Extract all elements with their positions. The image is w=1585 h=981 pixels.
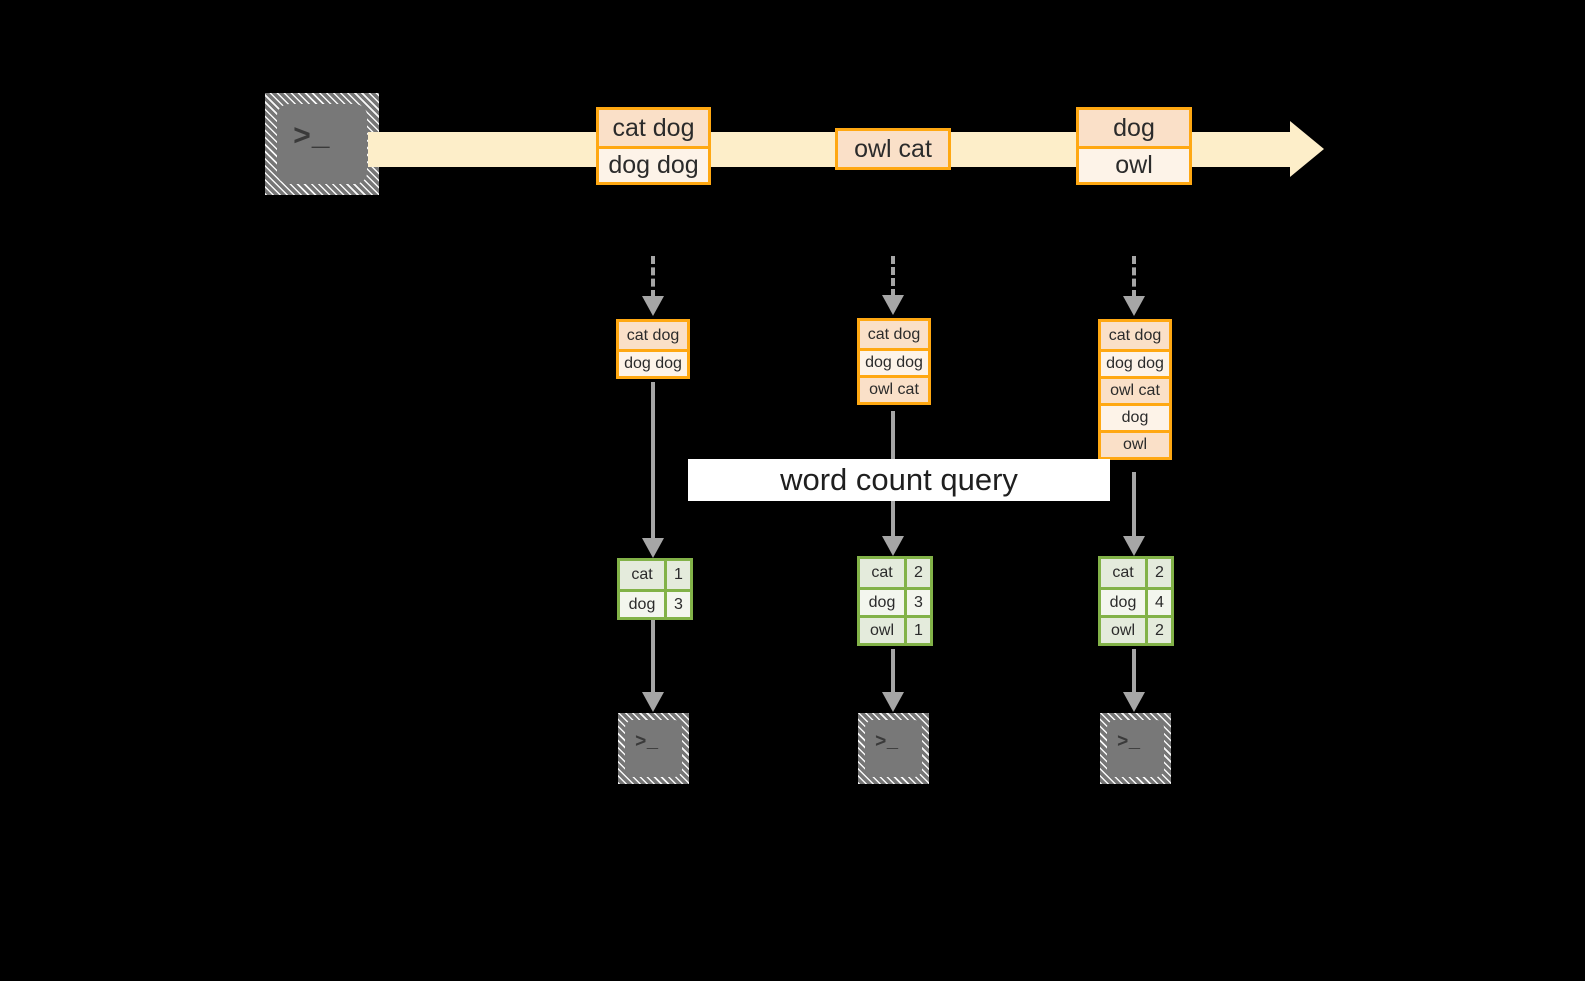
- snapshot-row: cat dog: [860, 321, 928, 348]
- table-row: dog 3: [860, 587, 930, 615]
- stream-arrow-head: [1290, 121, 1324, 177]
- terminal-screen: [625, 720, 682, 777]
- table-cell-word: dog: [860, 590, 904, 615]
- table-cell-count: 2: [1145, 559, 1171, 587]
- sink-connector-1: [651, 620, 655, 695]
- table-row: dog 4: [1101, 587, 1171, 615]
- result-table-3: cat 2 dog 4 owl 2: [1098, 556, 1174, 646]
- query-arrowhead-2: [882, 536, 904, 556]
- table-row: cat 1: [620, 561, 690, 589]
- sink-arrowhead-2: [882, 692, 904, 712]
- table-row: cat 2: [1101, 559, 1171, 587]
- stream-event-group-3: dog owl: [1076, 107, 1192, 185]
- stream-event-row: dog: [1079, 110, 1189, 146]
- table-cell-word: owl: [1101, 618, 1145, 643]
- query-connector-1: [651, 382, 655, 550]
- query-arrowhead-1: [642, 538, 664, 558]
- source-terminal-prompt-glyph: >_: [293, 121, 331, 155]
- query-connector-3: [1132, 472, 1136, 548]
- stream-event-row: cat dog: [599, 110, 708, 146]
- sink-terminal-icon-1: >_: [618, 713, 689, 784]
- sink-connector-2: [891, 649, 895, 695]
- terminal-screen: [1107, 720, 1164, 777]
- stream-event-row: dog dog: [599, 146, 708, 182]
- sink-terminal-icon-3: >_: [1100, 713, 1171, 784]
- result-table-2: cat 2 dog 3 owl 1: [857, 556, 933, 646]
- snapshot-row: dog dog: [1101, 349, 1169, 376]
- stream-to-snapshot-arrowhead-3: [1123, 296, 1145, 316]
- table-cell-word: dog: [1101, 590, 1145, 615]
- stream-event-group-2: owl cat: [835, 128, 951, 170]
- table-cell-count: 2: [1145, 618, 1171, 643]
- table-cell-count: 1: [904, 618, 930, 643]
- sink-terminal-prompt-glyph: >_: [1117, 731, 1141, 753]
- table-row: owl 1: [860, 615, 930, 643]
- query-label: word count query: [688, 459, 1110, 501]
- table-cell-count: 3: [664, 592, 690, 617]
- stream-event-row: owl cat: [838, 131, 948, 167]
- stream-to-snapshot-arrowhead-1: [642, 296, 664, 316]
- table-cell-word: dog: [620, 592, 664, 617]
- snapshot-2: cat dog dog dog owl cat: [857, 318, 931, 405]
- sink-connector-3: [1132, 649, 1136, 695]
- sink-arrowhead-3: [1123, 692, 1145, 712]
- stream-to-snapshot-connector-2: [891, 256, 895, 297]
- table-row: cat 2: [860, 559, 930, 587]
- stream-to-snapshot-connector-1: [651, 256, 655, 298]
- stream-to-snapshot-arrowhead-2: [882, 295, 904, 315]
- terminal-screen: [865, 720, 922, 777]
- table-cell-word: owl: [860, 618, 904, 643]
- snapshot-row: cat dog: [619, 322, 687, 349]
- table-cell-count: 2: [904, 559, 930, 587]
- snapshot-3: cat dog dog dog owl cat dog owl: [1098, 319, 1172, 460]
- source-terminal-icon: >_: [265, 93, 379, 195]
- snapshot-row: dog dog: [619, 349, 687, 376]
- table-row: owl 2: [1101, 615, 1171, 643]
- result-table-1: cat 1 dog 3: [617, 558, 693, 620]
- table-cell-word: cat: [1101, 559, 1145, 587]
- table-row: dog 3: [620, 589, 690, 617]
- snapshot-row: owl cat: [860, 375, 928, 402]
- stream-event-group-1: cat dog dog dog: [596, 107, 711, 185]
- sink-terminal-prompt-glyph: >_: [875, 731, 899, 753]
- table-cell-count: 4: [1145, 590, 1171, 615]
- terminal-screen: [277, 104, 367, 184]
- table-cell-word: cat: [860, 559, 904, 587]
- table-cell-count: 1: [664, 561, 690, 589]
- table-cell-word: cat: [620, 561, 664, 589]
- snapshot-1: cat dog dog dog: [616, 319, 690, 379]
- snapshot-row: owl: [1101, 430, 1169, 457]
- sink-arrowhead-1: [642, 692, 664, 712]
- stream-event-row: owl: [1079, 146, 1189, 182]
- query-arrowhead-3: [1123, 536, 1145, 556]
- snapshot-row: owl cat: [1101, 376, 1169, 403]
- snapshot-row: dog dog: [860, 348, 928, 375]
- snapshot-row: cat dog: [1101, 322, 1169, 349]
- table-cell-count: 3: [904, 590, 930, 615]
- sink-terminal-prompt-glyph: >_: [635, 731, 659, 753]
- sink-terminal-icon-2: >_: [858, 713, 929, 784]
- snapshot-row: dog: [1101, 403, 1169, 430]
- stream-to-snapshot-connector-3: [1132, 256, 1136, 298]
